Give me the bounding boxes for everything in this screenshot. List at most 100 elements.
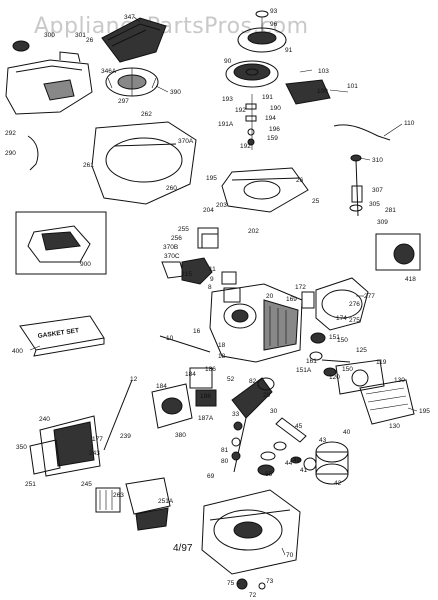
blower-housing bbox=[91, 121, 197, 205]
part-number: 350 bbox=[16, 444, 27, 451]
part-number: 195 bbox=[206, 175, 217, 182]
part-number: 130 bbox=[389, 423, 400, 430]
part-number: 309 bbox=[377, 219, 388, 226]
fuel-line bbox=[27, 135, 39, 171]
part-number: 44 bbox=[285, 460, 293, 467]
part-number: 45 bbox=[295, 423, 303, 430]
part-number: 275 bbox=[349, 317, 360, 324]
part-number: 40 bbox=[343, 429, 351, 436]
part-number: 370C bbox=[164, 253, 180, 260]
part-number: 186 bbox=[205, 366, 216, 373]
connecting-rod bbox=[275, 417, 307, 443]
part-number: 202 bbox=[248, 228, 259, 235]
part-number: 184 bbox=[185, 371, 196, 378]
part-number: 33 bbox=[232, 411, 240, 418]
part-number: 263 bbox=[113, 492, 124, 499]
part-number: 261 bbox=[83, 162, 94, 169]
part-number: 194 bbox=[265, 115, 276, 122]
part-number: 42 bbox=[334, 480, 342, 487]
part-number: 290 bbox=[5, 150, 16, 157]
part-number: 82 bbox=[249, 378, 257, 385]
part-number-labels: 347 93 300 301 26 346A 96 91 90 103 100 … bbox=[5, 8, 430, 599]
part-number: 900 bbox=[80, 261, 91, 268]
rewind-starter bbox=[237, 10, 287, 53]
part-number: 150 bbox=[337, 337, 348, 344]
air-cleaner-base bbox=[29, 439, 171, 531]
part-number: 69 bbox=[207, 473, 215, 480]
part-number: 96 bbox=[270, 21, 278, 28]
part-number: 307 bbox=[372, 187, 383, 194]
muffler bbox=[301, 277, 369, 331]
part-number: 276 bbox=[349, 301, 360, 308]
part-number: 30 bbox=[270, 408, 278, 415]
part-number: 101 bbox=[347, 83, 358, 90]
part-number: 380 bbox=[175, 432, 186, 439]
governor-parts bbox=[245, 94, 257, 150]
part-number: 10 bbox=[166, 335, 174, 342]
part-number: 26 bbox=[86, 37, 94, 44]
part-number: 25 bbox=[312, 198, 320, 205]
engine-plate bbox=[221, 167, 309, 213]
part-number: 80 bbox=[221, 458, 229, 465]
piston bbox=[303, 441, 349, 485]
part-number: 73 bbox=[266, 578, 274, 585]
part-number: 370B bbox=[163, 244, 178, 251]
date-code: 4/97 bbox=[173, 543, 193, 554]
part-number: 240 bbox=[39, 416, 50, 423]
oil-seal bbox=[273, 441, 302, 464]
part-number: 292 bbox=[5, 130, 16, 137]
part-number: 310 bbox=[372, 157, 383, 164]
part-number: 100 bbox=[317, 88, 328, 95]
part-number: 255 bbox=[178, 226, 189, 233]
part-number: 75 bbox=[227, 580, 235, 587]
part-number: 159 bbox=[267, 135, 278, 142]
head-gasket bbox=[335, 359, 385, 395]
part-number: 81 bbox=[221, 447, 229, 454]
part-number: 11 bbox=[209, 266, 216, 273]
part-number: 347 bbox=[124, 14, 135, 21]
part-number: 196 bbox=[269, 126, 280, 133]
part-number: 301 bbox=[75, 32, 86, 39]
part-number: 262 bbox=[141, 111, 152, 118]
valve-parts bbox=[309, 332, 351, 377]
part-number: 251 bbox=[25, 481, 36, 488]
part-number: 91 bbox=[285, 47, 293, 54]
part-number: 281 bbox=[385, 207, 396, 214]
carburetor bbox=[181, 257, 213, 285]
part-number: 245 bbox=[81, 481, 92, 488]
engine-sump bbox=[201, 489, 301, 575]
part-number: 256 bbox=[171, 235, 182, 242]
part-number: 215 bbox=[181, 271, 192, 278]
part-number: 130 bbox=[394, 377, 405, 384]
part-number: 243 bbox=[89, 450, 100, 457]
part-number: 191 bbox=[262, 94, 273, 101]
part-number: 151A bbox=[296, 367, 312, 374]
part-number: 90 bbox=[224, 58, 232, 65]
part-number: 103 bbox=[318, 68, 329, 75]
part-number: 418 bbox=[405, 276, 416, 283]
ignition-wire bbox=[333, 124, 391, 141]
fuel-tank bbox=[5, 40, 93, 115]
part-number: 26 bbox=[296, 177, 304, 184]
part-number: 300 bbox=[44, 32, 55, 39]
intake-elbow bbox=[151, 383, 193, 429]
part-number: 186 bbox=[200, 393, 211, 400]
part-number: 346A bbox=[101, 68, 117, 75]
part-number: 48 bbox=[293, 457, 301, 464]
part-number: 305 bbox=[369, 201, 380, 208]
engine-label-kit bbox=[15, 211, 107, 275]
part-number: 29 bbox=[263, 392, 271, 399]
part-number: 16 bbox=[193, 328, 201, 335]
part-number: 174 bbox=[336, 315, 347, 322]
part-number: 9 bbox=[210, 276, 214, 283]
part-number: 192 bbox=[240, 143, 251, 150]
part-number: 43 bbox=[319, 437, 327, 444]
part-number: 8 bbox=[208, 284, 212, 291]
drain-plug bbox=[236, 578, 266, 590]
part-number: 110 bbox=[404, 120, 415, 127]
part-illustrations bbox=[5, 10, 421, 590]
flywheel-screen bbox=[105, 67, 159, 97]
part-number: 195 bbox=[419, 408, 430, 415]
part-number: 70 bbox=[286, 552, 294, 559]
